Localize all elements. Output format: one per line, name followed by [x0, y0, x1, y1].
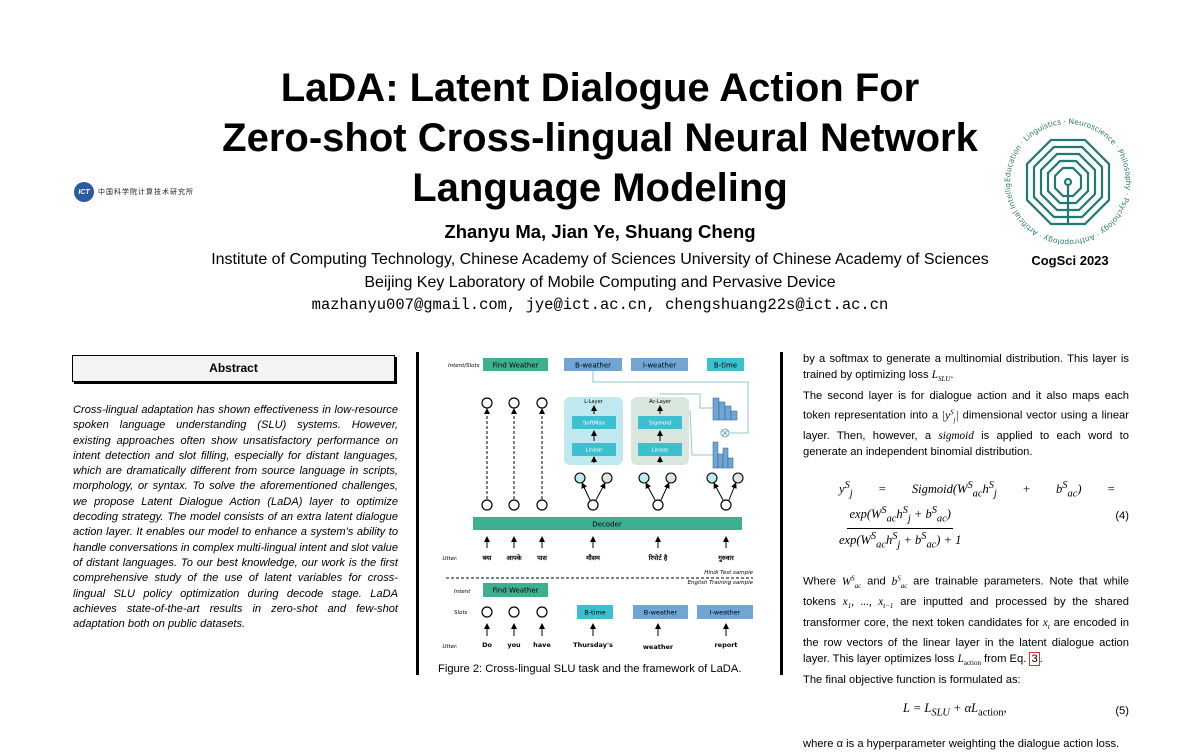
english-sample-label: English Training sample — [688, 580, 754, 586]
labyrinth-icon — [1025, 138, 1111, 226]
distribution-histogram — [712, 397, 738, 469]
text: are trainable parameters. Note that whil… — [803, 575, 1129, 609]
column-divider — [416, 352, 419, 675]
l-layer-label: L-Layer — [584, 399, 603, 405]
hindi-word: रिपोर्ट है — [648, 554, 668, 562]
tag-label: B-weather — [575, 362, 611, 370]
intent-slots-label: Intent/Slots — [448, 363, 480, 369]
abstract-heading: Abstract — [72, 355, 395, 382]
text: are inputted and processed by the shared… — [803, 596, 1129, 629]
english-word: report — [714, 641, 737, 649]
text: The second layer is for dialogue action … — [803, 389, 1129, 422]
cogsci-label: CogSci 2023 — [1031, 253, 1109, 268]
hindi-sample-label: Hindi Test sample — [704, 570, 753, 576]
slot-tag — [577, 605, 613, 619]
ict-logo: ICT 中国科学院计算技术研究所 — [74, 180, 198, 204]
decoder-bar — [473, 517, 742, 530]
hindi-word: आपके — [506, 554, 522, 562]
equation-5: L = LSLU + αLaction, (5) — [903, 700, 1129, 719]
slot-tag — [697, 605, 753, 619]
decoder-label: Decoder — [592, 521, 622, 529]
affiliation-1: Institute of Computing Technology, Chine… — [211, 251, 989, 268]
intent-value: Find Weather — [492, 587, 538, 595]
slots-label: Slots — [454, 610, 468, 616]
text: Where — [803, 575, 842, 588]
english-word: Thursday's — [573, 641, 613, 649]
equation-reference-link[interactable]: 3 — [1029, 652, 1040, 667]
equation-number: (5) — [1115, 704, 1129, 717]
ac-layer-label: Ac-Layer — [649, 399, 672, 405]
column-divider — [780, 352, 783, 675]
sigmoid-box: Sigmoid — [649, 421, 671, 427]
intent-tag — [483, 583, 548, 597]
text: are encoded in the row vectors of the li… — [803, 616, 1129, 666]
tag-label: I-weather — [643, 362, 676, 370]
tag-find-weather — [483, 358, 548, 371]
utter-label: Utter. — [442, 556, 457, 562]
lada-framework-figure: Intent/Slots Find Weather B-weather I-we… — [442, 358, 754, 651]
tag-b-time — [707, 358, 744, 371]
abstract-text: Cross-lingual adaptation has shown effec… — [73, 404, 398, 631]
text: is applied to each word to generate an i… — [803, 430, 1130, 459]
authors: Zhanyu Ma, Jian Ye, Shuang Cheng — [444, 221, 756, 242]
ict-badge: ICT — [74, 182, 94, 202]
slot-label: B-time — [584, 609, 606, 617]
title-line-3: Language Modeling — [412, 166, 788, 210]
tag-i-weather — [631, 358, 688, 371]
text: The final objective function is formulat… — [803, 673, 1021, 686]
text: from Eq. — [980, 653, 1030, 666]
english-word: you — [507, 641, 521, 649]
softmax-box: SoftMax — [583, 421, 606, 427]
slot-label: I-weather — [710, 609, 741, 617]
utter-label: Utter. — [442, 644, 457, 650]
english-word: have — [533, 641, 551, 649]
slot-tag — [633, 605, 688, 619]
ict-logo-text: 中国科学院计算技术研究所 — [98, 189, 194, 196]
english-word: weather — [643, 643, 674, 651]
tag-label: Find Weather — [492, 362, 538, 370]
linear-box: Linear — [651, 448, 669, 454]
affiliation-2: Beijing Key Laboratory of Mobile Computi… — [364, 274, 836, 291]
tag-b-weather — [564, 358, 622, 371]
equation-number: (4) — [1115, 510, 1129, 523]
intent-label: Intent — [454, 589, 471, 595]
title-line-2: Zero-shot Cross-lingual Neural Network — [222, 116, 978, 160]
method-text: by a softmax to generate a multinomial d… — [803, 351, 1129, 752]
text: sigmoid — [938, 430, 974, 443]
text: and — [861, 575, 892, 588]
slot-label: B-weather — [644, 609, 678, 617]
english-word: Do — [482, 641, 492, 649]
poster-title: LaDA: Latent Dialogue Action For Zero-sh… — [0, 63, 1200, 213]
linear-box: Linear — [585, 448, 603, 454]
title-line-1: LaDA: Latent Dialogue Action For — [280, 66, 920, 110]
tag-label: B-time — [714, 362, 737, 370]
text: where α is a hyperparameter weighting th… — [803, 737, 1120, 750]
emails: mazhanyu007@gmail.com, jye@ict.ac.cn, ch… — [311, 296, 889, 314]
hindi-word: मौसम — [585, 554, 601, 562]
multiply-icon — [720, 428, 730, 438]
cogsci-logo: Education · Linguistics · Neuroscience ·… — [1004, 112, 1132, 247]
text: by a softmax to generate a multinomial d… — [803, 353, 1129, 382]
equation-4: ySj = Sigmoid(WSachSj + bSac) = exp(WSac… — [839, 480, 1129, 551]
hindi-word: क्या — [482, 554, 492, 562]
text: dimensional vector using a linear layer.… — [803, 409, 1129, 443]
hindi-word: पास — [536, 554, 547, 562]
hindi-word: गुरुवार — [717, 554, 734, 562]
figure-caption: Figure 2: Cross-lingual SLU task and the… — [438, 663, 742, 675]
